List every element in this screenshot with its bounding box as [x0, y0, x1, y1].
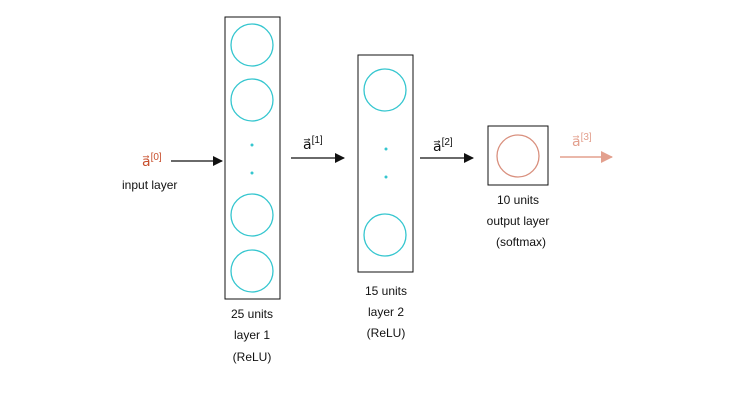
- output-layer-name: output layer: [487, 214, 550, 228]
- layer2-name: layer 2: [368, 305, 404, 319]
- output-layer-box: [487, 125, 549, 186]
- output-activation-sup: [3]: [581, 132, 592, 143]
- layer1-name: layer 1: [234, 328, 270, 342]
- layer1-neuron: [230, 23, 274, 67]
- layer1-activation-fn: (ReLU): [233, 350, 272, 364]
- layer2-box: [357, 54, 414, 273]
- layer2-output-activation: a⃗[2]: [433, 137, 453, 154]
- layer1-ellipsis-dot: [250, 171, 254, 175]
- layer2-output-base: a⃗: [433, 138, 442, 154]
- layer1-output-base: a⃗: [303, 136, 312, 152]
- layer2-units: 15 units: [365, 284, 407, 298]
- input-activation: a⃗[0]: [142, 152, 162, 169]
- layer1-output-activation: a⃗[1]: [303, 135, 323, 152]
- layer1-box: [224, 16, 281, 300]
- output-activation-base: a⃗: [572, 133, 581, 149]
- output-neuron: [496, 134, 540, 178]
- layer1-neuron: [230, 78, 274, 122]
- layer1-neuron: [230, 193, 274, 237]
- input-activation-base: a⃗: [142, 153, 151, 169]
- output-units: 10 units: [497, 193, 539, 207]
- layer2-ellipsis-dot: [384, 175, 388, 179]
- input-activation-sup: [0]: [151, 152, 162, 163]
- layer2-output-sup: [2]: [442, 137, 453, 148]
- output-activation: a⃗[3]: [572, 132, 592, 149]
- layer1-units: 25 units: [231, 307, 273, 321]
- input-layer-label: input layer: [122, 178, 177, 192]
- layer2-activation-fn: (ReLU): [367, 326, 406, 340]
- layer2-neuron: [363, 213, 407, 257]
- layer2-ellipsis-dot: [384, 147, 388, 151]
- layer1-neuron: [230, 249, 274, 293]
- output-activation-fn: (softmax): [496, 235, 546, 249]
- layer2-neuron: [363, 68, 407, 112]
- layer1-output-sup: [1]: [312, 135, 323, 146]
- layer1-ellipsis-dot: [250, 143, 254, 147]
